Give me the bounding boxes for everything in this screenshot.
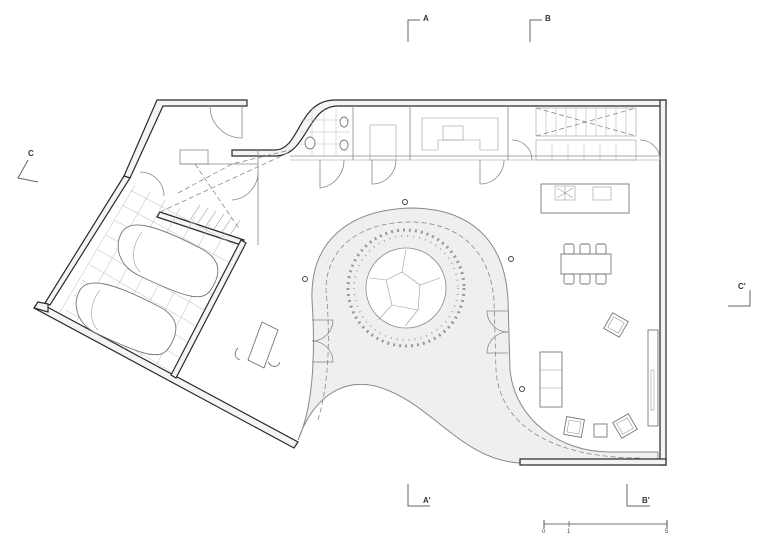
bidet-icon xyxy=(339,139,349,151)
car-icon xyxy=(75,282,177,356)
scale-tick-0: 0 xyxy=(542,529,546,535)
section-label-b-bottom: B' xyxy=(642,496,650,505)
car-icon xyxy=(117,224,219,298)
toilet-icon xyxy=(339,116,349,128)
section-marker-b-top xyxy=(529,19,542,42)
section-marker-b-bottom xyxy=(626,484,650,507)
section-label-b-top: B xyxy=(545,14,551,23)
central-courtyard xyxy=(297,199,659,464)
kitchen-island xyxy=(540,183,630,214)
courtyard-door-left xyxy=(311,319,334,363)
armchair-icon xyxy=(603,312,629,338)
section-label-c-left: C xyxy=(28,149,34,158)
sideboard-icon xyxy=(647,329,659,427)
scale-tick-1: 1 xyxy=(567,529,571,535)
column-icon xyxy=(302,276,308,282)
section-marker-c-left xyxy=(17,159,39,183)
section-label-a-top: A xyxy=(423,14,429,23)
exterior-walls xyxy=(33,99,667,466)
section-label-c-right: C' xyxy=(738,282,746,291)
garage xyxy=(59,184,247,379)
entry-stair xyxy=(139,105,291,245)
sink-icon xyxy=(592,186,612,201)
tree-icon xyxy=(346,228,466,348)
armchair-icon xyxy=(563,416,585,438)
scale-bar xyxy=(543,520,668,528)
stair-top-right xyxy=(535,107,661,161)
side-table-icon xyxy=(593,423,608,438)
column-icon xyxy=(402,199,408,205)
column-icon xyxy=(508,256,514,262)
storage-1 xyxy=(369,106,411,185)
study-desk xyxy=(234,321,281,369)
section-marker-a-top xyxy=(407,19,420,42)
section-label-a-bottom: A' xyxy=(423,496,431,505)
armchair-icon xyxy=(612,413,638,439)
section-marker-a-bottom xyxy=(407,484,430,507)
courtyard-door-right xyxy=(486,310,509,354)
scale-tick-5: 5 xyxy=(665,529,669,535)
sink-icon xyxy=(304,136,316,150)
dining-table xyxy=(560,243,612,285)
utility xyxy=(421,106,533,185)
column-icon xyxy=(519,386,525,392)
sofa-icon xyxy=(539,351,563,408)
section-marker-c-right xyxy=(728,290,751,307)
